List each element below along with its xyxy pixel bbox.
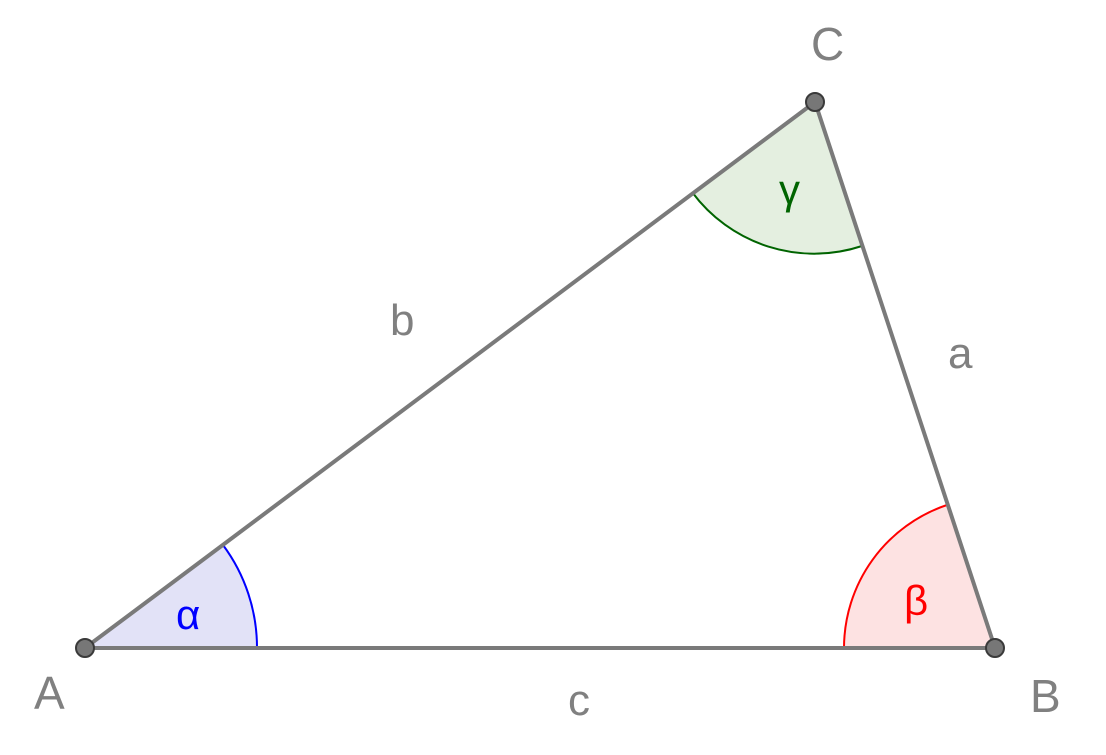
vertex-c-label: C [811,18,844,70]
angle-alpha-sector [85,545,258,648]
vertex-b-label: B [1030,670,1061,722]
angle-alpha-arc [222,544,259,649]
vertex-b-point[interactable] [985,638,1005,658]
angle-beta-label: β [904,577,928,624]
angle-beta-arc [843,504,948,649]
angle-gamma-arc [691,191,863,255]
vertex-a-point[interactable] [75,638,95,658]
side-a [813,100,997,650]
angle-alpha-label: α [176,591,200,638]
side-b [83,100,817,650]
angle-beta-sector [844,505,995,648]
angle-gamma-sector [692,102,862,254]
side-a-label: a [948,329,973,378]
vertex-c-point[interactable] [805,92,825,112]
angle-gamma-label: γ [779,166,800,213]
side-c-label: c [568,676,590,725]
side-b-label: b [390,296,414,345]
vertex-a-label: A [34,667,65,719]
